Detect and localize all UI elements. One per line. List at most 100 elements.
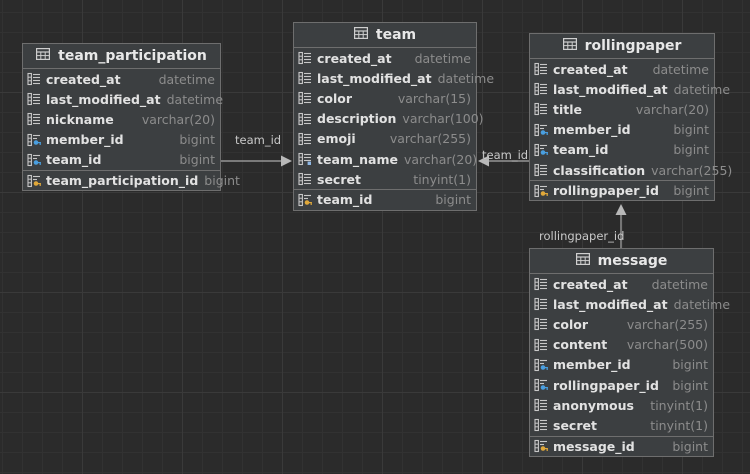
column-row[interactable]: created_at datetime <box>294 48 476 68</box>
column-name: classification <box>553 162 646 178</box>
column-type: bigint <box>179 152 215 168</box>
table-icon <box>575 253 590 269</box>
column-type: datetime <box>414 50 471 66</box>
column-type: bigint <box>673 122 709 138</box>
column-type: varchar(15) <box>397 90 471 106</box>
column-type: datetime <box>673 81 731 97</box>
column-row[interactable]: classification varchar(255) <box>530 160 732 180</box>
column-type: varchar(255) <box>626 316 708 332</box>
foreign-key-icon <box>27 153 41 167</box>
edge-arrowhead <box>478 155 489 167</box>
edge-label-team-participation-team: team_id <box>235 133 282 147</box>
foreign-key-icon <box>534 143 548 157</box>
table-title: message <box>597 253 668 269</box>
table-header[interactable]: team_participation <box>23 44 220 69</box>
column-icon <box>27 72 41 86</box>
foreign-key-icon <box>534 378 548 392</box>
column-type: bigint <box>435 192 471 208</box>
column-icon <box>534 338 548 352</box>
column-icon <box>534 297 548 311</box>
column-name: emoji <box>317 131 356 147</box>
column-name: created_at <box>46 71 121 87</box>
column-type: bigint <box>673 183 709 199</box>
column-type: varchar(255) <box>651 162 733 178</box>
column-name: nickname <box>46 111 114 127</box>
column-row[interactable]: last_modified_at datetime <box>23 89 224 109</box>
foreign-key-icon <box>27 133 41 147</box>
column-icon <box>534 317 548 331</box>
primary-key-icon <box>534 439 548 453</box>
column-icon <box>298 172 312 186</box>
column-name: description <box>317 111 397 127</box>
column-name: team_participation_id <box>46 173 199 189</box>
table-header[interactable]: message <box>530 249 713 274</box>
column-icon <box>534 398 548 412</box>
column-name: member_id <box>553 357 631 373</box>
primary-key-row[interactable]: message_id bigint <box>530 435 713 456</box>
edge-label-message-rollingpaper: rollingpaper_id <box>539 229 625 243</box>
column-type: datetime <box>166 91 224 107</box>
column-row[interactable]: member_id bigint <box>530 120 714 140</box>
column-type: datetime <box>673 296 731 312</box>
column-name: color <box>553 316 589 332</box>
column-type: tinyint(1) <box>413 171 471 187</box>
edge-arrowhead <box>615 204 627 215</box>
column-type: bigint <box>672 438 708 454</box>
column-type: tinyint(1) <box>650 417 708 433</box>
table-header[interactable]: rollingpaper <box>530 34 714 59</box>
primary-key-icon <box>298 193 312 207</box>
column-name: last_modified_at <box>317 70 432 86</box>
column-type: varchar(500) <box>626 337 708 353</box>
primary-key-row[interactable]: team_participation_id bigint <box>23 169 240 190</box>
column-name: message_id <box>553 438 635 454</box>
column-icon <box>534 163 548 177</box>
column-name: created_at <box>317 50 392 66</box>
column-name: member_id <box>553 122 631 138</box>
table-icon <box>36 48 51 64</box>
primary-key-row[interactable]: rollingpaper_id bigint <box>530 180 714 200</box>
column-name: team_name <box>317 151 398 167</box>
table-icon <box>562 38 577 54</box>
column-icon <box>298 71 312 85</box>
column-name: last_modified_at <box>46 91 161 107</box>
column-type: bigint <box>204 173 240 189</box>
edge-label-rollingpaper-team: team_id <box>482 148 529 162</box>
column-icon <box>534 102 548 116</box>
column-icon <box>27 92 41 106</box>
column-row[interactable]: color varchar(255) <box>530 314 713 334</box>
table-header[interactable]: team <box>294 23 476 48</box>
column-icon <box>298 132 312 146</box>
column-type: datetime <box>651 276 708 292</box>
column-name: rollingpaper_id <box>553 183 659 199</box>
